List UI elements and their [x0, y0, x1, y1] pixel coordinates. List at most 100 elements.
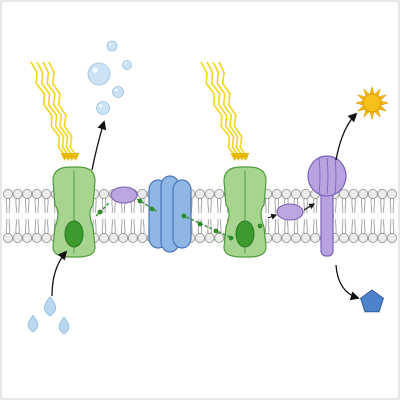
- lipid-tail: [267, 218, 270, 235]
- lipid-tail: [370, 218, 373, 235]
- water-input-arrow: [51, 250, 68, 297]
- lipid-tail: [389, 197, 392, 214]
- water-droplet: [58, 316, 70, 335]
- lipid-tail: [315, 218, 318, 235]
- lipid-tail: [383, 218, 385, 235]
- lipid-head: [377, 232, 388, 243]
- light-ray: [42, 61, 75, 159]
- lipid-tail: [344, 197, 347, 214]
- electron-carrier-icon: [276, 203, 304, 221]
- bubble-shine: [92, 67, 98, 73]
- lipid-head: [137, 232, 148, 243]
- photosystem-core: [64, 220, 84, 248]
- lipid-tail: [264, 197, 267, 214]
- sun-ray: [369, 85, 375, 94]
- electron-dot: [257, 223, 263, 229]
- lipid-head: [41, 232, 52, 243]
- lipid-head: [194, 232, 205, 243]
- lipid-tail: [274, 218, 277, 235]
- electron-dot: [97, 209, 103, 215]
- lipid-tail: [383, 197, 385, 214]
- lipid-head: [108, 232, 119, 243]
- lipid-tail: [315, 197, 318, 214]
- lipid-tail: [111, 197, 113, 214]
- sun-ray: [379, 94, 387, 101]
- lipid-tail: [363, 197, 366, 214]
- lipid-tail: [5, 197, 8, 214]
- lipid-tail: [306, 197, 308, 214]
- lipid-tail: [27, 197, 30, 214]
- lipid-head: [271, 188, 282, 199]
- lipid-tail: [27, 218, 30, 235]
- lipid-tail: [101, 197, 104, 214]
- lipid-tail: [389, 218, 392, 235]
- lipid-tail: [104, 197, 107, 214]
- lipid-tail: [277, 218, 280, 235]
- lipid-head: [3, 188, 13, 199]
- lipid-tail: [284, 218, 286, 235]
- electron-path: [181, 214, 233, 239]
- lipid-head: [214, 188, 225, 199]
- lipid-tail: [335, 197, 337, 214]
- bubble-shine: [109, 43, 112, 46]
- electron-dot: [228, 235, 234, 241]
- lipid-tail: [24, 197, 27, 214]
- atp-synthase-lobe: [326, 157, 329, 195]
- sun-ray: [374, 88, 381, 96]
- carrier-body: [110, 186, 138, 204]
- light-ray: [36, 61, 72, 159]
- lipid-head: [127, 232, 138, 243]
- lipid-tail: [363, 218, 366, 235]
- atp-synthase-lobe: [334, 157, 337, 195]
- lipid-head: [41, 188, 52, 199]
- sun-ray: [357, 94, 365, 101]
- lipid-head: [367, 188, 378, 199]
- electron-dot: [149, 206, 155, 212]
- lipid-tail: [335, 218, 337, 235]
- lipid-tail: [114, 218, 116, 235]
- lipid-tail: [200, 197, 203, 214]
- lipid-tail: [360, 197, 363, 214]
- pentagon-shape: [359, 289, 385, 313]
- lipid-tail: [341, 197, 344, 214]
- lipid-head: [12, 232, 23, 243]
- lipid-head: [348, 188, 359, 199]
- lipid-tail: [200, 218, 203, 235]
- lipid-tail: [8, 197, 11, 214]
- sun-ray: [363, 110, 370, 118]
- lipid-head: [310, 232, 321, 243]
- lipid-tail: [95, 218, 97, 235]
- photosystem-icon: [52, 166, 96, 258]
- lipid-tail: [143, 218, 145, 235]
- lipid-tail: [15, 218, 17, 235]
- oxygen-release-arrow: [91, 120, 107, 171]
- light-rays-icon: [30, 61, 80, 161]
- lipid-head: [348, 232, 359, 243]
- lipid-tail: [360, 218, 363, 235]
- lipid-tail: [216, 197, 219, 214]
- lipid-tail: [24, 218, 27, 235]
- lipid-head: [31, 232, 42, 243]
- lipid-tail: [133, 218, 136, 235]
- sun-output-arrow: [335, 112, 358, 161]
- electron-transport-chain: [95, 198, 263, 241]
- lipid-tail: [267, 197, 270, 214]
- sun-ray: [354, 100, 363, 106]
- lipid-tail: [351, 197, 353, 214]
- lipid-head: [281, 188, 292, 199]
- lipid-tail: [210, 218, 212, 235]
- lipid-tail: [287, 218, 289, 235]
- atp-synthase-icon: [307, 155, 347, 257]
- oxygen-bubble: [106, 40, 118, 52]
- lipid-tail: [95, 197, 97, 214]
- lipid-tail: [101, 218, 104, 235]
- lipid-tail: [191, 197, 193, 214]
- lipid-tail: [18, 218, 20, 235]
- light-ray: [206, 61, 242, 159]
- lipid-tail: [37, 197, 40, 214]
- lipid-tail: [34, 197, 37, 214]
- lipid-head: [12, 188, 23, 199]
- lipid-head: [3, 232, 13, 243]
- lipid-tail: [37, 218, 40, 235]
